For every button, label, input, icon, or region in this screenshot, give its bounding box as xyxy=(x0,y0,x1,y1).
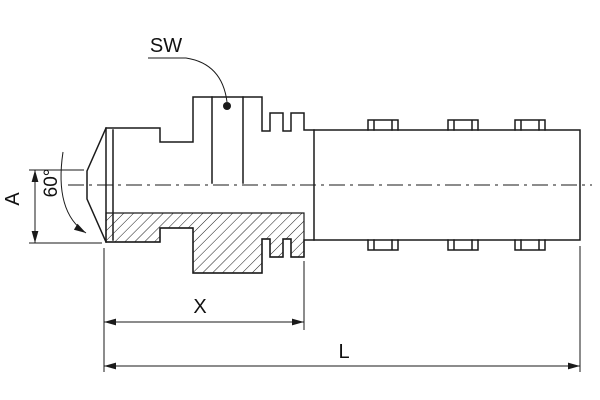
dim-x-label: X xyxy=(193,296,206,318)
thread-start-edges xyxy=(105,127,114,243)
dim-l-label: L xyxy=(338,341,349,363)
cone-angle-label: 60° xyxy=(41,169,62,198)
dim-x-lines xyxy=(103,248,305,372)
hose-barb-rings xyxy=(367,119,546,251)
dim-l-lines xyxy=(104,246,581,372)
hex-nut-facet-lines xyxy=(211,96,244,184)
cone-angle-arrow xyxy=(73,223,86,233)
fitting-outer-profile xyxy=(86,96,581,274)
sw-leader-line xyxy=(148,57,228,103)
wrench-size-label: SW xyxy=(150,35,182,57)
diameter-label: A xyxy=(2,192,24,206)
sw-leader-dot xyxy=(223,102,231,110)
dim-a-lines xyxy=(29,169,102,244)
